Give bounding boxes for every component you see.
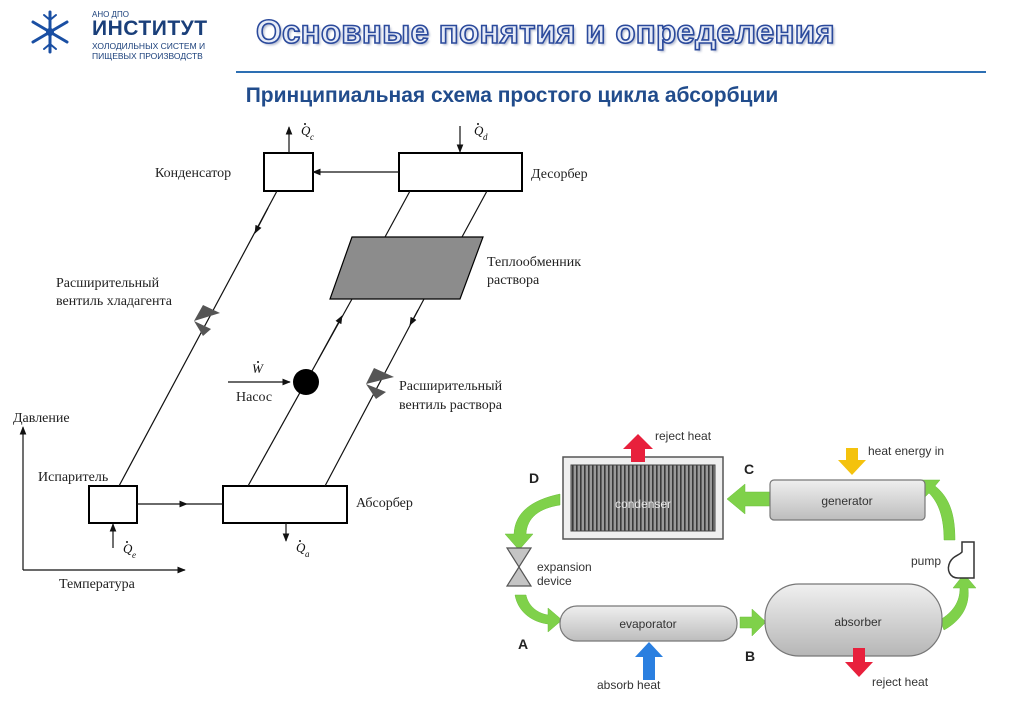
expansion-label-2: device [537, 574, 572, 588]
solution-expansion-valve [366, 368, 394, 399]
reject-heat-bottom-arrow [845, 648, 873, 677]
heat-exchanger-label-1: Теплообменник [487, 255, 581, 270]
condenser-label: Конденсатор [155, 166, 231, 181]
evaporator-box [88, 485, 138, 524]
solution-valve-label-1: Расширительный [399, 379, 503, 394]
point-d-label: D [529, 470, 539, 486]
expansion-label-1: expansion [537, 560, 592, 574]
w-label: W [252, 361, 264, 376]
diagram-subtitle: Принципиальная схема простого цикла абсо… [245, 84, 779, 107]
header-divider [236, 71, 986, 73]
refrigerant-line [118, 190, 278, 487]
flow-arrow-generator-to-condenser [726, 483, 771, 515]
heat-energy-in-arrow [838, 448, 866, 475]
evaporator-unit-label: evaporator [619, 617, 676, 631]
flow-arrow-absorber-to-pump [939, 573, 977, 631]
absorber-unit-label: absorber [834, 615, 881, 629]
refrigerant-expansion-valve [194, 305, 220, 336]
absorb-heat-label: absorb heat [597, 678, 661, 692]
pump-label: Насос [236, 390, 272, 405]
absorber-label: Абсорбер [356, 496, 413, 511]
q-d-subscript: d [483, 132, 488, 142]
condenser-box [263, 152, 314, 192]
logo-line-1: ХОЛОДИЛЬНЫХ СИСТЕМ И [92, 41, 206, 51]
generator-unit [769, 479, 926, 521]
page-title: Основные понятия и определения [255, 12, 835, 51]
solution-valve-label-2: вентиль раствора [399, 398, 503, 413]
snowflake-icon [31, 10, 69, 54]
reject-heat-top-arrow [623, 434, 653, 462]
evaporator-unit [559, 605, 738, 642]
logo-name: ИНСТИТУТ [92, 17, 208, 40]
expansion-device [505, 547, 533, 587]
q-c-subscript: c [310, 132, 314, 142]
heat-exchanger-label-2: раствора [487, 273, 540, 288]
reject-heat-bottom-label: reject heat [872, 675, 929, 689]
q-a-subscript: a [305, 549, 310, 559]
condenser-unit-label: condenser [615, 497, 671, 511]
institute-logo: АНО ДПО ИНСТИТУТ ХОЛОДИЛЬНЫХ СИСТЕМ И ПИ… [30, 8, 220, 61]
desorber-label: Десорбер [531, 167, 588, 182]
absorption-schematic: Q c Q d Q e Q a W Конденсатор Десорбер Т… [13, 123, 588, 592]
pump-unit [947, 541, 975, 579]
flow-arrow-expansion-to-evaporator [514, 594, 563, 633]
point-c-label: C [744, 461, 754, 477]
q-a-label: Q [296, 540, 306, 555]
flow-arrow-pump-to-generator [920, 479, 956, 541]
absorption-cycle-illustration: condenser generator evaporator absorber … [504, 429, 977, 692]
q-e-subscript: e [132, 550, 136, 560]
pressure-axis-label: Давление [13, 411, 70, 426]
pump-symbol [293, 369, 319, 395]
temperature-axis-label: Температура [59, 577, 136, 592]
point-a-label: A [518, 636, 528, 652]
logo-org-type: АНО ДПО [92, 10, 129, 19]
refrigerant-valve-label-1: Расширительный [56, 276, 160, 291]
absorber-box [222, 485, 348, 524]
flow-arrow-evaporator-to-absorber [739, 608, 767, 637]
q-d-label: Q [474, 123, 484, 138]
point-b-label: B [745, 648, 755, 664]
reject-heat-top-label: reject heat [655, 429, 712, 443]
q-e-label: Q [123, 541, 133, 556]
evaporator-label: Испаритель [38, 470, 108, 485]
condenser-fins [570, 464, 716, 532]
absorb-heat-arrow [635, 642, 663, 680]
desorber-box [398, 152, 523, 192]
generator-label: generator [821, 494, 872, 508]
solution-heat-exchanger [329, 236, 484, 300]
flow-arrow-condenser-to-expansion [504, 493, 561, 551]
heat-energy-in-label: heat energy in [868, 444, 944, 458]
logo-line-2: ПИЩЕВЫХ ПРОИЗВОДСТВ [92, 51, 203, 61]
refrigerant-valve-label-2: вентиль хладагента [56, 294, 173, 309]
q-c-label: Q [301, 123, 311, 138]
pump-label-en: pump [911, 554, 941, 568]
